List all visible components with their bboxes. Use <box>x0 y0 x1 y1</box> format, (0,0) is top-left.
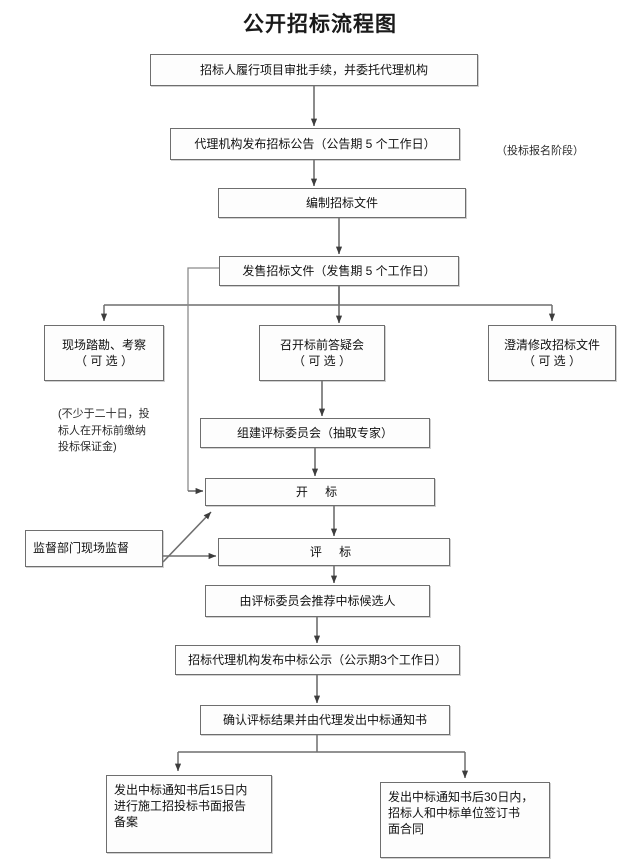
node-form-evaluation-committee[interactable]: 组建评标委员会（抽取专家） <box>200 418 430 448</box>
node-label: 开 标 <box>295 484 345 499</box>
node-label: 组建评标委员会（抽取专家） <box>236 425 393 440</box>
node-publicize-winner[interactable]: 招标代理机构发布中标公示（公示期3个工作日） <box>175 645 460 675</box>
edge-n10-n9 <box>162 511 212 563</box>
node-bid-opening[interactable]: 开 标 <box>205 478 435 506</box>
node-confirm-issue-notice[interactable]: 确认评标结果并由代理发出中标通知书 <box>200 705 450 735</box>
node-report-filing-15days[interactable]: 发出中标通知书后15日内 进行施工招投标书面报告 备案 <box>106 775 272 853</box>
connector-group-left-loop <box>187 267 219 495</box>
connector-group-branch-bottom <box>174 735 469 779</box>
page-title: 公开招标流程图 <box>243 12 397 36</box>
connector-group-supervision <box>162 511 217 563</box>
node-tender-approval[interactable]: 招标人履行项目审批手续，并委托代理机构 <box>150 54 478 86</box>
node-label: 澄清修改招标文件 （ 可 选 ） <box>503 337 600 368</box>
connector-group-branch-top <box>100 286 556 322</box>
node-prepare-documents[interactable]: 编制招标文件 <box>218 188 466 218</box>
node-recommend-candidates[interactable]: 由评标委员会推荐中标候选人 <box>205 585 430 617</box>
node-label: 发售招标文件（发售期 5 个工作日） <box>242 263 436 278</box>
node-label: 监督部门现场监督 <box>33 541 130 556</box>
node-publish-announcement[interactable]: 代理机构发布招标公告（公告期 5 个工作日） <box>170 128 460 160</box>
node-label: 召开标前答疑会 （ 可 选 ） <box>279 337 364 368</box>
node-label: 招标代理机构发布中标公示（公示期3个工作日） <box>188 652 447 667</box>
annotation-registration-stage: （投标报名阶段） <box>496 145 584 157</box>
node-label: 评 标 <box>309 544 359 559</box>
node-label: 现场踏勘、考察 （ 可 选 ） <box>61 337 146 368</box>
node-site-survey-optional[interactable]: 现场踏勘、考察 （ 可 选 ） <box>44 325 164 381</box>
node-label: 代理机构发布招标公告（公告期 5 个工作日） <box>194 136 436 151</box>
node-pre-bid-meeting-optional[interactable]: 召开标前答疑会 （ 可 选 ） <box>259 325 385 381</box>
node-clarify-documents-optional[interactable]: 澄清修改招标文件 （ 可 选 ） <box>488 325 616 381</box>
node-label: 发出中标通知书后15日内 进行施工招投标书面报告 备案 <box>114 783 248 830</box>
node-label: 确认评标结果并由代理发出中标通知书 <box>222 712 427 727</box>
node-label: 发出中标通知书后30日内， 招标人和中标单位签订书 面合同 <box>388 790 534 837</box>
node-label: 编制招标文件 <box>305 195 378 210</box>
edge-n4-n9-left-path <box>187 267 219 491</box>
node-label: 招标人履行项目审批手续，并委托代理机构 <box>199 62 428 77</box>
node-supervision-department[interactable]: 监督部门现场监督 <box>25 530 163 567</box>
node-label: 由评标委员会推荐中标候选人 <box>239 593 396 608</box>
node-sell-documents[interactable]: 发售招标文件（发售期 5 个工作日） <box>219 256 459 286</box>
annotation-deposit-note: (不少于二十日，投 标人在开标前缴纳 投标保证金) <box>58 408 150 453</box>
node-sign-contract-30days[interactable]: 发出中标通知书后30日内， 招标人和中标单位签订书 面合同 <box>380 782 550 858</box>
node-bid-evaluation[interactable]: 评 标 <box>218 538 450 566</box>
